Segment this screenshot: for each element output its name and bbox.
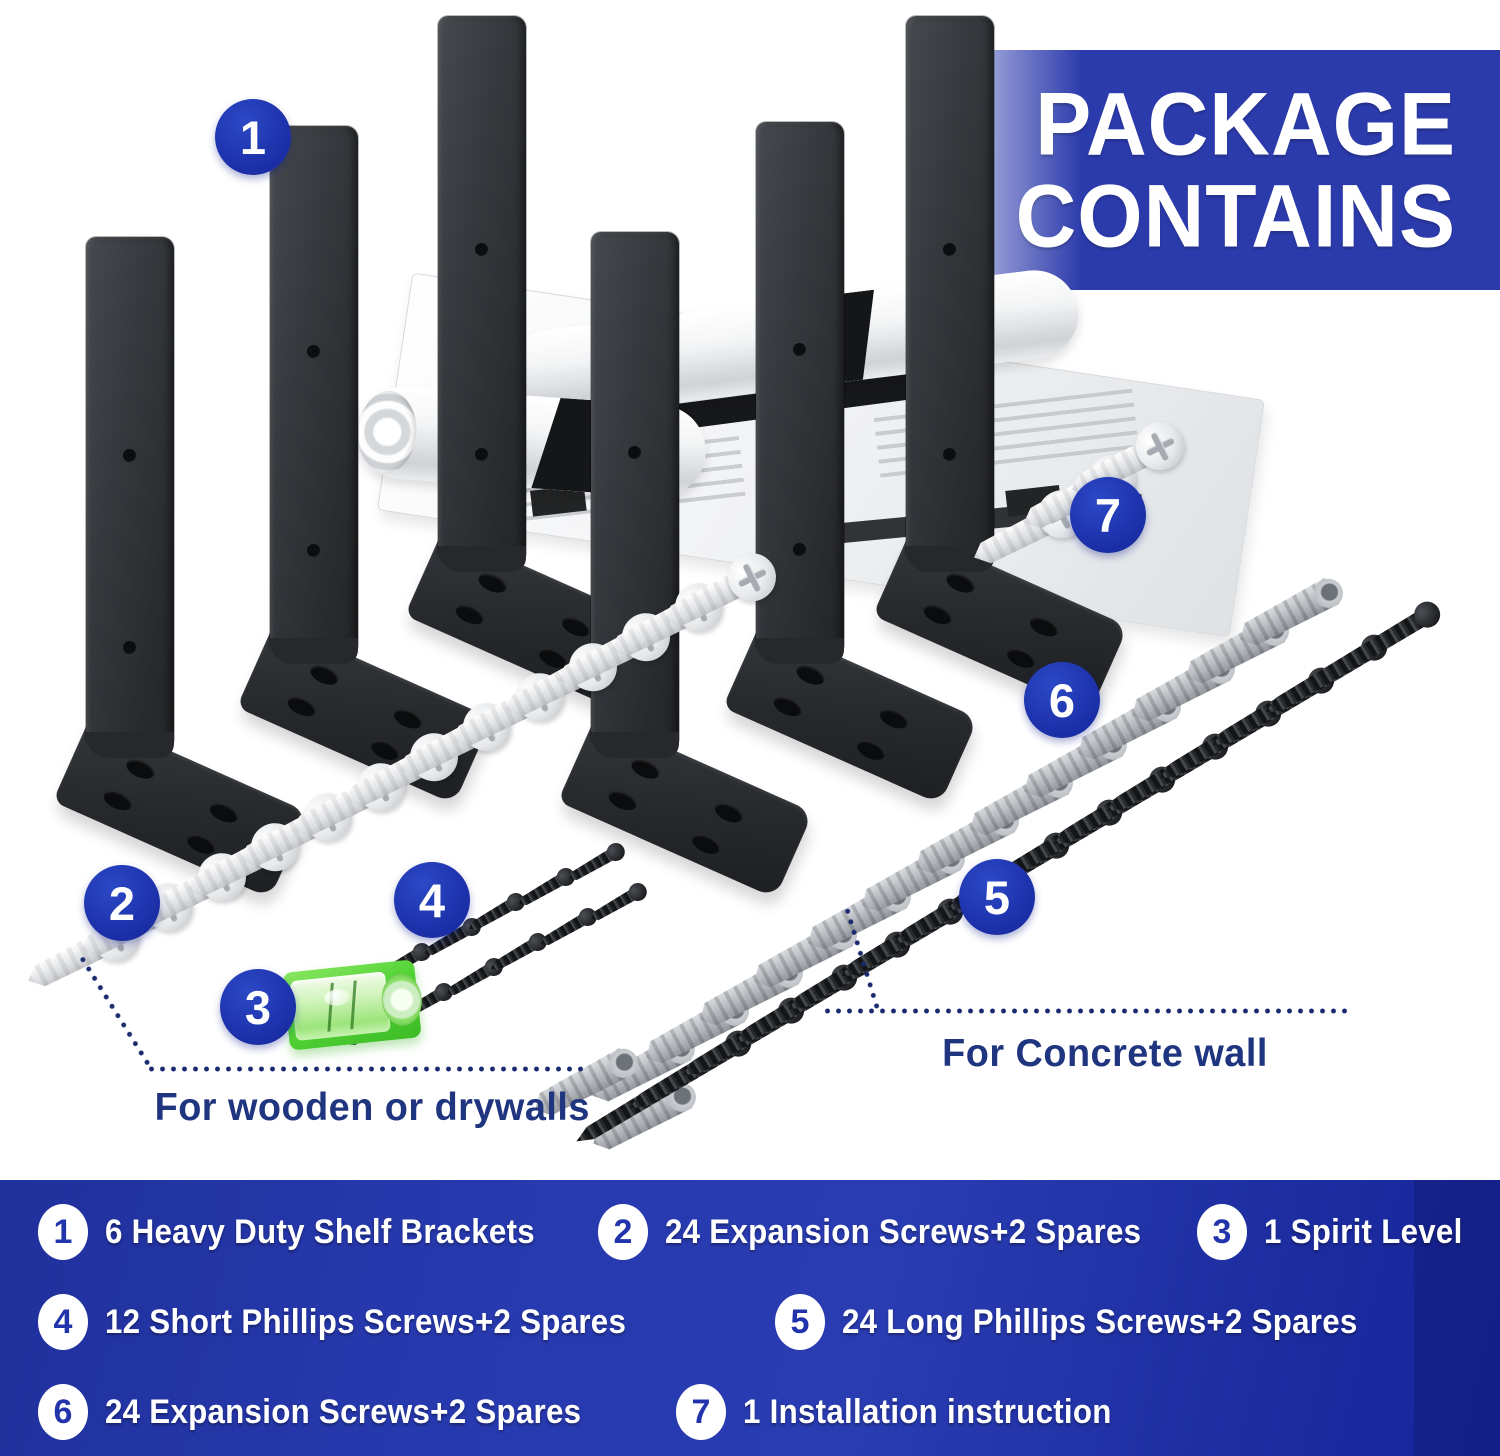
callout-1-shelf-brackets: 1	[215, 99, 291, 175]
short-phillips-screw	[511, 863, 579, 915]
spirit-level	[282, 959, 425, 1051]
short-phillips-screw	[461, 888, 529, 940]
short-phillips-screw	[583, 878, 651, 930]
legend-item-label: 1 Installation instruction	[743, 1392, 1112, 1431]
legend-item-4: 4 12 Short Phillips Screws+2 Spares	[38, 1292, 671, 1352]
leader-line-concrete-horizontal	[822, 1008, 1350, 1014]
legend-item-6: 6 24 Expansion Screws+2 Spares	[38, 1382, 623, 1442]
callout-5-long-screws: 5	[959, 859, 1035, 935]
short-phillips-screw	[483, 928, 551, 980]
legend-item-2: 2 24 Expansion Screws+2 Spares	[598, 1202, 1183, 1262]
screw-head	[409, 939, 435, 965]
screw-thread	[444, 964, 493, 999]
legend-item-3: 3 1 Spirit Level	[1197, 1202, 1480, 1262]
legend-item-label: 24 Expansion Screws+2 Spares	[105, 1392, 582, 1431]
legend-number-badge: 5	[775, 1294, 825, 1350]
screw-thread	[466, 899, 515, 934]
legend-number-badge: 4	[38, 1294, 88, 1350]
wooden-drywall-label: For wooden or drywalls	[154, 1086, 590, 1129]
short-phillips-screw	[561, 838, 629, 890]
legend-item-7: 7 1 Installation instruction	[676, 1382, 1144, 1442]
legend-item-label: 24 Long Phillips Screws+2 Spares	[842, 1302, 1358, 1341]
screw-thread	[566, 849, 615, 884]
screw-thread	[488, 939, 537, 974]
short-phillips-screw	[439, 953, 507, 1005]
leader-line-wooden-horizontal	[146, 1066, 586, 1072]
screw-head	[575, 904, 601, 930]
callout-6-expansion-anchors: 6	[1024, 662, 1100, 738]
concrete-wall-label: For Concrete wall	[942, 1032, 1268, 1075]
screw-head	[431, 979, 457, 1005]
callout-4-short-screws: 4	[394, 862, 470, 938]
title-line-2: CONTAINS	[1015, 166, 1456, 266]
legend-number-badge: 1	[38, 1204, 88, 1260]
short-phillips-screw	[533, 903, 601, 955]
callout-2-expansion-screws: 2	[84, 865, 160, 941]
screw-thread	[516, 874, 565, 909]
legend-item-label: 24 Expansion Screws+2 Spares	[665, 1212, 1142, 1251]
level-vial	[290, 971, 391, 1042]
title-banner: PACKAGE CONTAINS	[950, 50, 1500, 290]
legend-number-badge: 3	[1197, 1204, 1247, 1260]
screw-thread	[588, 889, 637, 924]
screw-head	[481, 954, 507, 980]
legend-banner: 1 6 Heavy Duty Shelf Brackets 2 24 Expan…	[0, 1180, 1500, 1456]
legend-item-1: 1 6 Heavy Duty Shelf Brackets	[38, 1202, 572, 1262]
screw-head	[625, 879, 651, 905]
legend-number-badge: 6	[38, 1384, 88, 1440]
screw-head	[553, 864, 579, 890]
legend-number-badge: 7	[676, 1384, 726, 1440]
screw-head	[603, 839, 629, 865]
legend-item-label: 6 Heavy Duty Shelf Brackets	[105, 1212, 535, 1251]
legend-item-label: 1 Spirit Level	[1264, 1212, 1463, 1251]
screw-head	[525, 929, 551, 955]
legend-number-badge: 2	[598, 1204, 648, 1260]
callout-7-instruction-manual: 7	[1070, 477, 1146, 553]
title-line-1: PACKAGE	[1035, 74, 1456, 174]
level-mark	[350, 979, 367, 1030]
callout-3-spirit-level: 3	[220, 969, 296, 1045]
screw-head	[503, 889, 529, 915]
screw-thread	[538, 914, 587, 949]
legend-item-label: 12 Short Phillips Screws+2 Spares	[105, 1302, 627, 1341]
level-bubble	[323, 988, 352, 1007]
legend-item-5: 5 24 Long Phillips Screws+2 Spares	[775, 1292, 1402, 1352]
